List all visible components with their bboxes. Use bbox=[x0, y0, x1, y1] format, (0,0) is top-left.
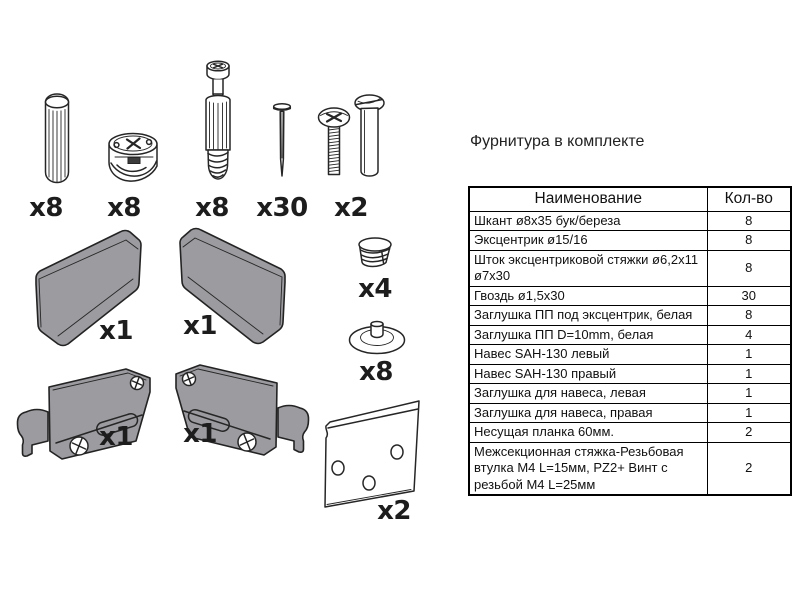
item-qty: 8 bbox=[706, 305, 792, 326]
item-name: Эксцентрик ø15/16 bbox=[468, 230, 708, 251]
col-header-qty: Кол-во bbox=[706, 186, 792, 212]
page-title: Фурнитура в комплекте bbox=[470, 133, 645, 150]
item-qty: 2 bbox=[706, 441, 792, 496]
table-row: Межсекционная стяжка-Резьбовая втулка М4… bbox=[468, 441, 792, 496]
mounting-plate-illustration bbox=[324, 400, 420, 508]
item-qty: 8 bbox=[706, 230, 792, 251]
item-qty: 1 bbox=[706, 363, 792, 384]
col-header-name: Наименование bbox=[468, 186, 708, 212]
table-row: Несущая планка 60мм.2 bbox=[468, 422, 792, 443]
item-name: Несущая планка 60мм. bbox=[468, 422, 708, 443]
hardware-table: Наименование Кол-во Шкант ø8x35 бук/бере… bbox=[468, 186, 792, 496]
hanger-left-illustration bbox=[16, 368, 151, 460]
item-qty: 30 bbox=[706, 285, 792, 306]
quantity-label: x1 bbox=[99, 422, 133, 452]
item-qty: 1 bbox=[706, 402, 792, 423]
item-name: Межсекционная стяжка-Резьбовая втулка М4… bbox=[468, 441, 708, 496]
item-name: Заглушка ПП под эксцентрик, белая bbox=[468, 305, 708, 326]
hanger-cover-left-illustration bbox=[35, 229, 142, 347]
dowel-illustration bbox=[44, 93, 70, 184]
quantity-label: x8 bbox=[29, 193, 63, 223]
item-qty: 2 bbox=[706, 422, 792, 443]
quantity-label: x1 bbox=[183, 419, 217, 449]
item-name: Заглушка ПП D=10mm, белая bbox=[468, 324, 708, 345]
quantity-label: x1 bbox=[183, 311, 217, 341]
quantity-label: x2 bbox=[377, 496, 411, 526]
item-name: Навес SAH-130 правый bbox=[468, 363, 708, 384]
item-qty: 8 bbox=[706, 210, 792, 231]
item-qty: 1 bbox=[706, 344, 792, 365]
quantity-label: x8 bbox=[195, 193, 229, 223]
nail-illustration bbox=[272, 103, 292, 177]
item-name: Навес SAH-130 левый bbox=[468, 344, 708, 365]
item-qty: 8 bbox=[706, 249, 792, 287]
item-qty: 1 bbox=[706, 383, 792, 404]
item-name: Шкант ø8x35 бук/береза bbox=[468, 210, 708, 231]
item-qty: 4 bbox=[706, 324, 792, 345]
cam-bolt-illustration bbox=[205, 60, 231, 180]
item-name: Шток эксцентриковой стяжки ø6,2x11 ø7x30 bbox=[468, 249, 708, 287]
plug-d10-illustration bbox=[358, 237, 392, 268]
screw-and-sleeve-illustration bbox=[317, 94, 385, 177]
cam-lock-illustration bbox=[108, 132, 158, 182]
table-header-row: Наименование Кол-во bbox=[468, 186, 792, 212]
quantity-label: x8 bbox=[107, 193, 141, 223]
item-name: Гвоздь ø1,5x30 bbox=[468, 285, 708, 306]
item-name: Заглушка для навеса, правая bbox=[468, 402, 708, 423]
item-name: Заглушка для навеса, левая bbox=[468, 383, 708, 404]
quantity-label: x8 bbox=[359, 357, 393, 387]
quantity-label: x30 bbox=[256, 193, 308, 223]
table-row: Шток эксцентриковой стяжки ø6,2x11 ø7x30… bbox=[468, 249, 792, 287]
quantity-label: x2 bbox=[334, 193, 368, 223]
quantity-label: x1 bbox=[99, 316, 133, 346]
quantity-label: x4 bbox=[358, 274, 392, 304]
cam-cover-cap-illustration bbox=[348, 320, 406, 355]
